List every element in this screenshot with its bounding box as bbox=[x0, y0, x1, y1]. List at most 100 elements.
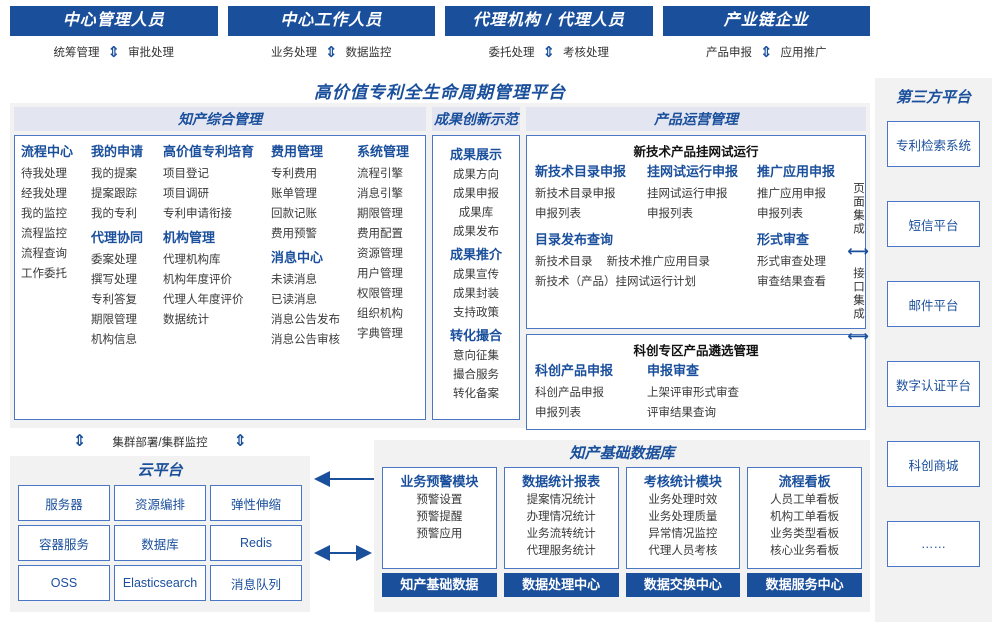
module-item[interactable]: 我的提案 bbox=[91, 168, 137, 180]
module-item[interactable]: 成果方向 bbox=[453, 169, 499, 181]
module-head[interactable]: 系统管理 bbox=[357, 144, 410, 159]
module-item[interactable]: 成果申报 bbox=[453, 188, 499, 200]
module-item[interactable]: 撰写处理 bbox=[91, 274, 137, 286]
module-item[interactable]: 字典管理 bbox=[357, 328, 403, 340]
module-item[interactable]: 上架评审形式审查 bbox=[647, 387, 739, 399]
module-item[interactable]: 工作委托 bbox=[21, 268, 67, 280]
module-head[interactable]: 高价值专利培育 bbox=[163, 144, 255, 159]
module-item[interactable]: 挂网试运行申报 bbox=[647, 188, 728, 200]
database-item[interactable]: 代理服务统计 bbox=[526, 545, 596, 557]
module-item[interactable]: 我的监控 bbox=[21, 208, 67, 220]
database-footer[interactable]: 数据服务中心 bbox=[747, 573, 862, 597]
module-item[interactable]: 组织机构 bbox=[357, 308, 403, 320]
module-head[interactable]: 科创产品申报 bbox=[535, 363, 614, 378]
database-head[interactable]: 数据统计报表 bbox=[522, 474, 601, 489]
module-item[interactable]: 新技术目录 bbox=[535, 256, 593, 268]
cloud-cell-oss[interactable]: OSS bbox=[18, 565, 110, 601]
module-item[interactable]: 项目登记 bbox=[163, 168, 209, 180]
module-item[interactable]: 科创产品申报 bbox=[535, 387, 604, 399]
cloud-cell-orchestration[interactable]: 资源编排 bbox=[114, 485, 206, 521]
module-head[interactable]: 转化撮合 bbox=[449, 328, 502, 343]
module-item[interactable]: 期限管理 bbox=[91, 314, 137, 326]
module-item[interactable]: 机构年度评价 bbox=[163, 274, 232, 286]
database-head[interactable]: 业务预警模块 bbox=[400, 474, 479, 489]
module-item[interactable]: 支持政策 bbox=[453, 307, 499, 319]
role-card[interactable]: 产业链企业 产品申报 ⇕ 应用推广 bbox=[662, 6, 870, 68]
module-item[interactable]: 数据统计 bbox=[163, 314, 209, 326]
third-party-item-more[interactable]: …… bbox=[887, 521, 980, 567]
module-item[interactable]: 流程监控 bbox=[21, 228, 67, 240]
module-item[interactable]: 新技术推广应用目录 bbox=[606, 256, 711, 268]
module-item[interactable]: 形式审查处理 bbox=[757, 256, 826, 268]
database-item[interactable]: 业务处理时效 bbox=[648, 494, 718, 506]
cloud-cell-database[interactable]: 数据库 bbox=[114, 525, 206, 561]
third-party-item-digital-cert[interactable]: 数字认证平台 bbox=[887, 361, 980, 407]
module-item[interactable]: 项目调研 bbox=[163, 188, 209, 200]
module-item[interactable]: 消息公告发布 bbox=[271, 314, 340, 326]
module-item[interactable]: 资源管理 bbox=[357, 248, 403, 260]
module-item[interactable]: 评审结果查询 bbox=[647, 407, 716, 419]
module-head[interactable]: 目录发布查询 bbox=[535, 232, 614, 247]
database-item[interactable]: 办理情况统计 bbox=[526, 511, 596, 523]
module-item[interactable]: 消息引擎 bbox=[357, 188, 403, 200]
module-item[interactable]: 转化备案 bbox=[453, 388, 499, 400]
database-item[interactable]: 预警应用 bbox=[416, 528, 463, 540]
database-item[interactable]: 业务类型看板 bbox=[770, 528, 840, 540]
module-head[interactable]: 消息中心 bbox=[271, 250, 324, 265]
database-item[interactable]: 业务流转统计 bbox=[526, 528, 596, 540]
database-item[interactable]: 预警提醒 bbox=[416, 511, 463, 523]
module-head[interactable]: 成果推介 bbox=[449, 247, 502, 262]
database-head[interactable]: 流程看板 bbox=[778, 474, 831, 489]
cloud-cell-redis[interactable]: Redis bbox=[210, 525, 302, 561]
database-item[interactable]: 提案情况统计 bbox=[526, 494, 596, 506]
module-item[interactable]: 费用配置 bbox=[357, 228, 403, 240]
module-item[interactable]: 回款记账 bbox=[271, 208, 317, 220]
module-item[interactable]: 委案处理 bbox=[91, 254, 137, 266]
module-head[interactable]: 费用管理 bbox=[271, 144, 324, 159]
module-item[interactable]: 成果宣传 bbox=[453, 269, 499, 281]
module-item[interactable]: 未读消息 bbox=[271, 274, 317, 286]
module-head[interactable]: 挂网试运行申报 bbox=[647, 164, 739, 179]
module-item[interactable]: 成果发布 bbox=[453, 226, 499, 238]
module-item[interactable]: 申报列表 bbox=[535, 208, 581, 220]
database-item[interactable]: 人员工单看板 bbox=[770, 494, 840, 506]
module-item[interactable]: 权限管理 bbox=[357, 288, 403, 300]
module-head[interactable]: 代理协同 bbox=[91, 230, 144, 245]
module-head[interactable]: 我的申请 bbox=[91, 144, 144, 159]
module-item[interactable]: 我的专利 bbox=[91, 208, 137, 220]
module-item[interactable]: 申报列表 bbox=[757, 208, 803, 220]
third-party-item-innovation-mall[interactable]: 科创商城 bbox=[887, 441, 980, 487]
module-item[interactable]: 代理机构库 bbox=[163, 254, 221, 266]
role-card[interactable]: 代理机构 / 代理人员 委托处理 ⇕ 考核处理 bbox=[445, 6, 653, 68]
cloud-cell-autoscaling[interactable]: 弹性伸缩 bbox=[210, 485, 302, 521]
cloud-cell-server[interactable]: 服务器 bbox=[18, 485, 110, 521]
module-item[interactable]: 专利费用 bbox=[271, 168, 317, 180]
module-item[interactable]: 账单管理 bbox=[271, 188, 317, 200]
module-head[interactable]: 新技术目录申报 bbox=[535, 164, 627, 179]
module-head[interactable]: 形式审查 bbox=[757, 232, 810, 247]
module-head[interactable]: 申报审查 bbox=[647, 363, 700, 378]
role-card[interactable]: 中心工作人员 业务处理 ⇕ 数据监控 bbox=[227, 6, 435, 68]
cloud-cell-elasticsearch[interactable]: Elasticsearch bbox=[114, 565, 206, 601]
database-item[interactable]: 业务处理质量 bbox=[648, 511, 718, 523]
database-item[interactable]: 代理人员考核 bbox=[648, 545, 718, 557]
database-item[interactable]: 机构工单看板 bbox=[770, 511, 840, 523]
module-item[interactable]: 意向征集 bbox=[453, 350, 499, 362]
module-item[interactable]: 流程查询 bbox=[21, 248, 67, 260]
database-head[interactable]: 考核统计模块 bbox=[643, 474, 722, 489]
module-item[interactable]: 已读消息 bbox=[271, 294, 317, 306]
module-item[interactable]: 流程引擎 bbox=[357, 168, 403, 180]
third-party-item-email[interactable]: 邮件平台 bbox=[887, 281, 980, 327]
cloud-cell-mq[interactable]: 消息队列 bbox=[210, 565, 302, 601]
module-item[interactable]: 审查结果查看 bbox=[757, 276, 826, 288]
module-head[interactable]: 流程中心 bbox=[21, 144, 74, 159]
database-item[interactable]: 核心业务看板 bbox=[770, 545, 840, 557]
module-item[interactable]: 成果库 bbox=[458, 207, 494, 219]
module-item[interactable]: 新技术（产品）挂网试运行计划 bbox=[535, 276, 696, 288]
module-item[interactable]: 申报列表 bbox=[535, 407, 581, 419]
database-footer[interactable]: 数据交换中心 bbox=[625, 573, 741, 597]
database-item[interactable]: 预警设置 bbox=[416, 494, 463, 506]
database-footer[interactable]: 数据处理中心 bbox=[503, 573, 619, 597]
module-item[interactable]: 用户管理 bbox=[357, 268, 403, 280]
module-item[interactable]: 撮合服务 bbox=[453, 369, 499, 381]
